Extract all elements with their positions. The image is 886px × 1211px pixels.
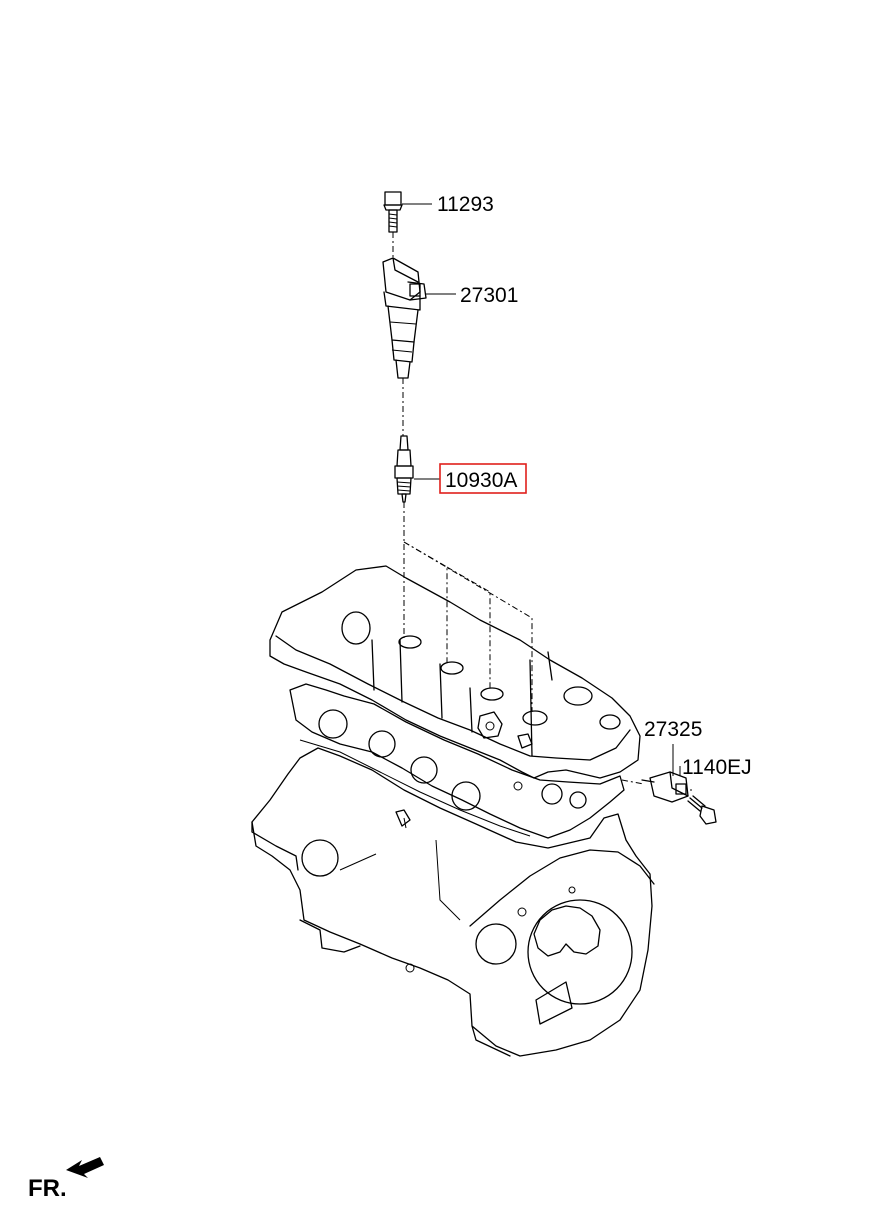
part-number-11293[interactable]: 11293 [437,193,494,216]
spark-plug-part[interactable] [394,435,414,503]
part-number-27325[interactable]: 27325 [644,718,702,741]
ignition-coil-part[interactable] [382,257,427,379]
sensor-part[interactable] [641,771,689,803]
assembly-guide-lines [403,502,533,712]
front-indicator-label: FR. [28,1175,67,1202]
sensor-bolt-part[interactable] [687,795,717,825]
part-number-27301[interactable]: 27301 [460,284,518,307]
front-arrow-icon [66,1157,104,1178]
sensor-guide-line [621,779,645,785]
engine-assembly [251,565,655,1057]
part-number-10930A[interactable]: 10930A [445,469,517,492]
highlight-box-10930A [439,463,527,494]
part-number-1140EJ[interactable]: 1140EJ [682,756,752,779]
bolt-part[interactable] [383,191,403,233]
